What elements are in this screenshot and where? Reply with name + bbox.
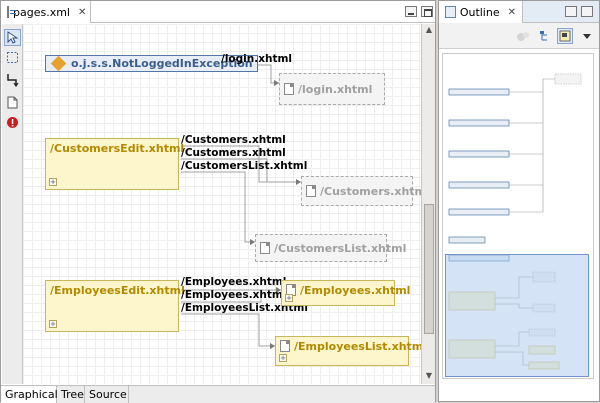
link-label-employees-list: /EmployeesList.xhtml [181, 302, 308, 314]
vertical-scrollbar[interactable]: ▲ ▼ [421, 24, 435, 384]
tab-tree[interactable]: Tree [57, 386, 85, 403]
link-label-customers-list: /CustomersList.xhtml [181, 160, 308, 172]
page-icon [260, 242, 270, 254]
page-node-employees-edit[interactable]: /EmployeesEdit.xhtml + [45, 280, 185, 332]
expand-icon[interactable]: + [49, 178, 57, 186]
outline-minimap[interactable] [442, 53, 594, 379]
page-node-login-label: /login.xhtml [298, 82, 373, 96]
exception-node[interactable]: o.j.s.s.NotLoggedInException [45, 55, 258, 72]
outline-overview-icon[interactable] [557, 28, 573, 44]
close-icon[interactable]: ✕ [507, 6, 516, 18]
editor-bottom-tabs: Graphical Tree Source [1, 385, 435, 403]
link-label-employees-2: /Employees.xhtml [181, 289, 287, 301]
page-icon[interactable] [4, 94, 21, 111]
page-icon [280, 340, 290, 352]
page-node-employees-list-label: /EmployeesList.xhtml [294, 340, 421, 353]
scroll-thumb[interactable] [424, 204, 434, 334]
editor-tab-strip: pages.xml ✕ [1, 1, 435, 23]
minimap-viewport[interactable] [445, 254, 589, 377]
link-label-customers-2: /Customers.xhtml [181, 147, 286, 159]
tab-pages-xml[interactable]: pages.xml ✕ [1, 1, 91, 23]
outline-toolbar [439, 23, 599, 49]
diagram-canvas[interactable]: o.j.s.s.NotLoggedInException /login.xhtm… [23, 24, 421, 384]
connector-customers-2 [181, 158, 268, 182]
editor-tab-label: pages.xml [13, 5, 70, 19]
link-label-customers-1: /Customers.xhtml [181, 134, 286, 146]
connector-employees-list [181, 313, 275, 347]
outline-icon [445, 6, 456, 18]
maximize-button[interactable] [581, 6, 593, 17]
scroll-down-icon[interactable]: ▼ [425, 371, 433, 380]
link-label-employees-1: /Employees.xhtml [181, 276, 287, 288]
minimize-button[interactable] [405, 6, 417, 17]
maximize-button[interactable] [421, 6, 433, 17]
connector-employees-2 [181, 290, 262, 303]
page-node-customers-edit-label: /CustomersEdit.xhtml [50, 142, 185, 155]
page-node-employees[interactable]: /Employees.xhtml + [281, 280, 410, 306]
marquee-icon[interactable] [4, 49, 21, 66]
page-node-customers-label: /Customers.xhtml [320, 184, 421, 198]
expand-icon[interactable]: + [49, 320, 57, 328]
editor-pane: pages.xml ✕ [0, 0, 436, 403]
minimize-button[interactable] [565, 6, 577, 17]
expand-icon[interactable]: + [285, 294, 293, 302]
page-node-login[interactable]: /login.xhtml [279, 73, 385, 105]
close-icon[interactable]: ✕ [77, 6, 87, 18]
page-icon [284, 83, 294, 95]
view-menu-icon[interactable] [579, 28, 595, 44]
page-node-customers-list-label: /CustomersList.xhtml [274, 241, 407, 255]
page-node-customers[interactable]: /Customers.xhtml [301, 176, 421, 206]
connector-customers-list [181, 171, 255, 243]
tab-outline[interactable]: Outline ✕ [439, 1, 523, 23]
connection-icon[interactable] [4, 71, 21, 88]
connections-layer [181, 64, 301, 349]
outline-pane: Outline ✕ [438, 0, 600, 402]
page-node-customers-list[interactable]: /CustomersList.xhtml [255, 234, 406, 262]
warning-icon [50, 55, 67, 72]
xml-file-icon [7, 6, 16, 18]
exception-icon[interactable] [4, 114, 21, 131]
page-node-customers-edit[interactable]: /CustomersEdit.xhtml + [45, 138, 184, 190]
exception-node-label: o.j.s.s.NotLoggedInException [71, 57, 253, 70]
page-icon [306, 185, 316, 197]
page-node-employees-list[interactable]: /EmployeesList.xhtml + [275, 336, 421, 366]
tab-source[interactable]: Source [85, 386, 129, 403]
expand-icon[interactable]: + [279, 354, 287, 362]
tab-graphical[interactable]: Graphical [1, 386, 58, 403]
scroll-up-icon[interactable]: ▲ [425, 25, 433, 34]
outline-filter-icon[interactable] [515, 28, 531, 44]
link-label-login: /login.xhtml [221, 53, 293, 65]
palette [2, 24, 23, 384]
page-node-employees-edit-label: /EmployeesEdit.xhtml [50, 284, 185, 297]
outline-tab-strip: Outline ✕ [439, 1, 599, 23]
outline-tab-label: Outline [459, 5, 500, 19]
page-node-employees-label: /Employees.xhtml [300, 284, 411, 297]
connector-customers-1 [181, 145, 301, 183]
select-arrow-icon[interactable] [4, 29, 21, 46]
outline-tree-icon[interactable] [537, 28, 553, 44]
